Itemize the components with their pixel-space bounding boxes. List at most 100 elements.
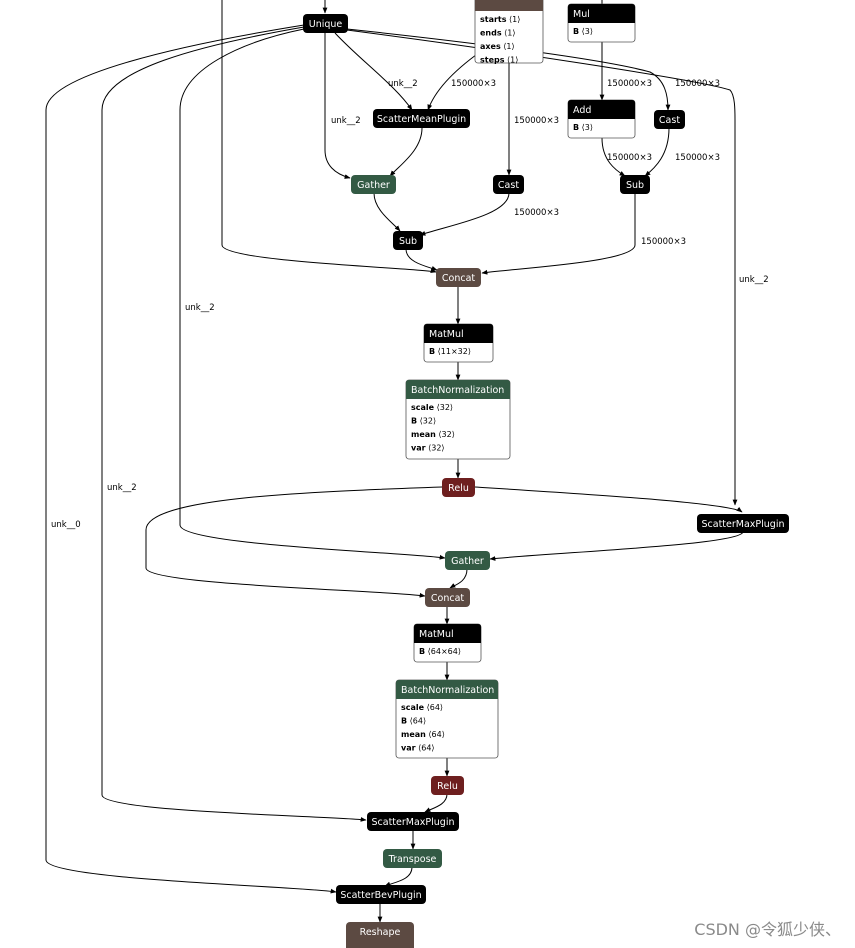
edge-scattermean-gather1 xyxy=(389,127,423,177)
node-header xyxy=(568,4,635,23)
edge-scattermax1-gather2 xyxy=(489,531,744,561)
node-box xyxy=(383,849,442,868)
node-relu-2[interactable]: Relu xyxy=(431,776,464,795)
node-attribute: B ⟨32⟩ xyxy=(411,417,436,426)
node-title: BatchNormalization xyxy=(401,685,494,696)
node-reshape[interactable]: Reshape xyxy=(346,922,414,948)
node-unique[interactable]: Unique xyxy=(303,14,348,33)
edge-transpose-scatterbev xyxy=(384,866,413,887)
watermark: CSDN @令狐少侠、 xyxy=(694,920,841,939)
node-box xyxy=(373,109,470,128)
node-box xyxy=(431,776,464,795)
edge-label: 150000×3 xyxy=(641,237,686,247)
node-box xyxy=(620,175,650,194)
node-title: Mul xyxy=(573,9,590,20)
node-attribute: var ⟨64⟩ xyxy=(401,744,435,753)
node-concat-1[interactable]: Concat xyxy=(436,268,481,287)
node-attribute: ends ⟨1⟩ xyxy=(480,29,515,38)
node-attribute: steps ⟨1⟩ xyxy=(480,56,518,65)
edge-label: 150000×3 xyxy=(607,153,652,163)
node-title: Concat xyxy=(431,593,465,604)
node-scatter-bev-plugin[interactable]: ScatterBevPlugin xyxy=(336,885,426,904)
node-title: Sub xyxy=(626,180,644,191)
edge-label: 150000×3 xyxy=(675,79,720,89)
node-cast-middle[interactable]: Cast xyxy=(493,175,524,194)
edge-label: unk__2 xyxy=(185,303,215,313)
node-matmul-1[interactable]: MatMul B ⟨11×32⟩ xyxy=(423,323,494,363)
node-scatter-max-plugin-2[interactable]: ScatterMaxPlugin xyxy=(367,812,459,831)
edge-cast-mid-sub-mid xyxy=(419,192,510,236)
node-title: ScatterMaxPlugin xyxy=(372,817,455,828)
node-box xyxy=(436,268,481,287)
node-title: Gather xyxy=(451,556,484,567)
node-relu-1[interactable]: Relu xyxy=(442,478,475,497)
node-header xyxy=(475,0,543,11)
edge-unique-cast-right xyxy=(346,28,671,111)
node-body xyxy=(474,0,544,64)
node-title: Relu xyxy=(437,781,458,792)
edge-unique-scattermean xyxy=(334,32,413,111)
node-scatter-max-plugin-1[interactable]: ScatterMaxPlugin xyxy=(697,514,789,533)
node-attribute: B ⟨11×32⟩ xyxy=(429,347,471,356)
node-title: Concat xyxy=(442,273,476,284)
node-gather-2[interactable]: Gather xyxy=(445,551,490,570)
edge-label: 150000×3 xyxy=(451,79,496,89)
edges xyxy=(45,0,744,923)
edge-relu1-concat2 xyxy=(145,486,443,598)
node-transpose[interactable]: Transpose xyxy=(383,849,442,868)
node-gather-1[interactable]: Gather xyxy=(351,175,396,194)
node-scatter-mean-plugin[interactable]: ScatterMeanPlugin xyxy=(373,109,470,128)
edge-label: unk__0 xyxy=(51,520,81,530)
node-title: Unique xyxy=(309,19,343,30)
edge-sub-right-concat1 xyxy=(481,193,636,275)
node-cast-right[interactable]: Cast xyxy=(654,110,685,129)
edge-label: 150000×3 xyxy=(514,208,559,218)
edge-relu2-scattermax2 xyxy=(424,793,448,813)
nodes: Unique starts ⟨1⟩ends ⟨1⟩axes ⟨1⟩steps ⟨… xyxy=(303,0,789,948)
node-attribute: scale ⟨64⟩ xyxy=(401,703,443,712)
node-title: MatMul xyxy=(429,329,464,340)
node-box xyxy=(351,175,396,194)
node-title: Cast xyxy=(498,180,519,191)
node-title: BatchNormalization xyxy=(411,385,504,396)
node-sub-middle[interactable]: Sub xyxy=(393,231,423,250)
node-title: ScatterMaxPlugin xyxy=(702,519,785,530)
node-title: Cast xyxy=(659,115,680,126)
node-box xyxy=(654,110,685,129)
node-title: Transpose xyxy=(388,854,437,865)
edge-label: 150000×3 xyxy=(675,153,720,163)
node-attribute: B ⟨3⟩ xyxy=(573,123,593,132)
node-attribute: mean ⟨32⟩ xyxy=(411,430,455,439)
node-attribute: starts ⟨1⟩ xyxy=(480,15,520,24)
edge-relu1-scattermax1 xyxy=(474,486,743,513)
node-header xyxy=(406,380,510,399)
edge-slice-scattermean xyxy=(427,51,481,111)
edge-label: unk__2 xyxy=(107,483,137,493)
edge-labels: unk__2 150000×3 150000×3 150000×3 unk__2… xyxy=(51,79,769,530)
node-box xyxy=(425,588,470,607)
node-concat-2[interactable]: Concat xyxy=(425,588,470,607)
edge-unique-scattermax2 xyxy=(101,26,367,822)
node-box xyxy=(445,551,490,570)
edge-gather2-concat2 xyxy=(449,568,468,589)
node-box xyxy=(393,231,423,250)
node-title: ScatterMeanPlugin xyxy=(377,114,466,125)
node-attribute: B ⟨64⟩ xyxy=(401,717,426,726)
edge-sub-mid-concat1 xyxy=(405,248,438,271)
node-box xyxy=(442,478,475,497)
node-header xyxy=(568,100,635,119)
node-title: Gather xyxy=(357,180,390,191)
node-header xyxy=(424,324,493,343)
node-box xyxy=(346,922,414,948)
node-sub-right[interactable]: Sub xyxy=(620,175,650,194)
node-box xyxy=(697,514,789,533)
node-box xyxy=(303,14,348,33)
node-title: Relu xyxy=(448,483,469,494)
edge-label: unk__2 xyxy=(331,116,361,126)
node-slice[interactable]: starts ⟨1⟩ends ⟨1⟩axes ⟨1⟩steps ⟨1⟩ xyxy=(474,0,544,65)
